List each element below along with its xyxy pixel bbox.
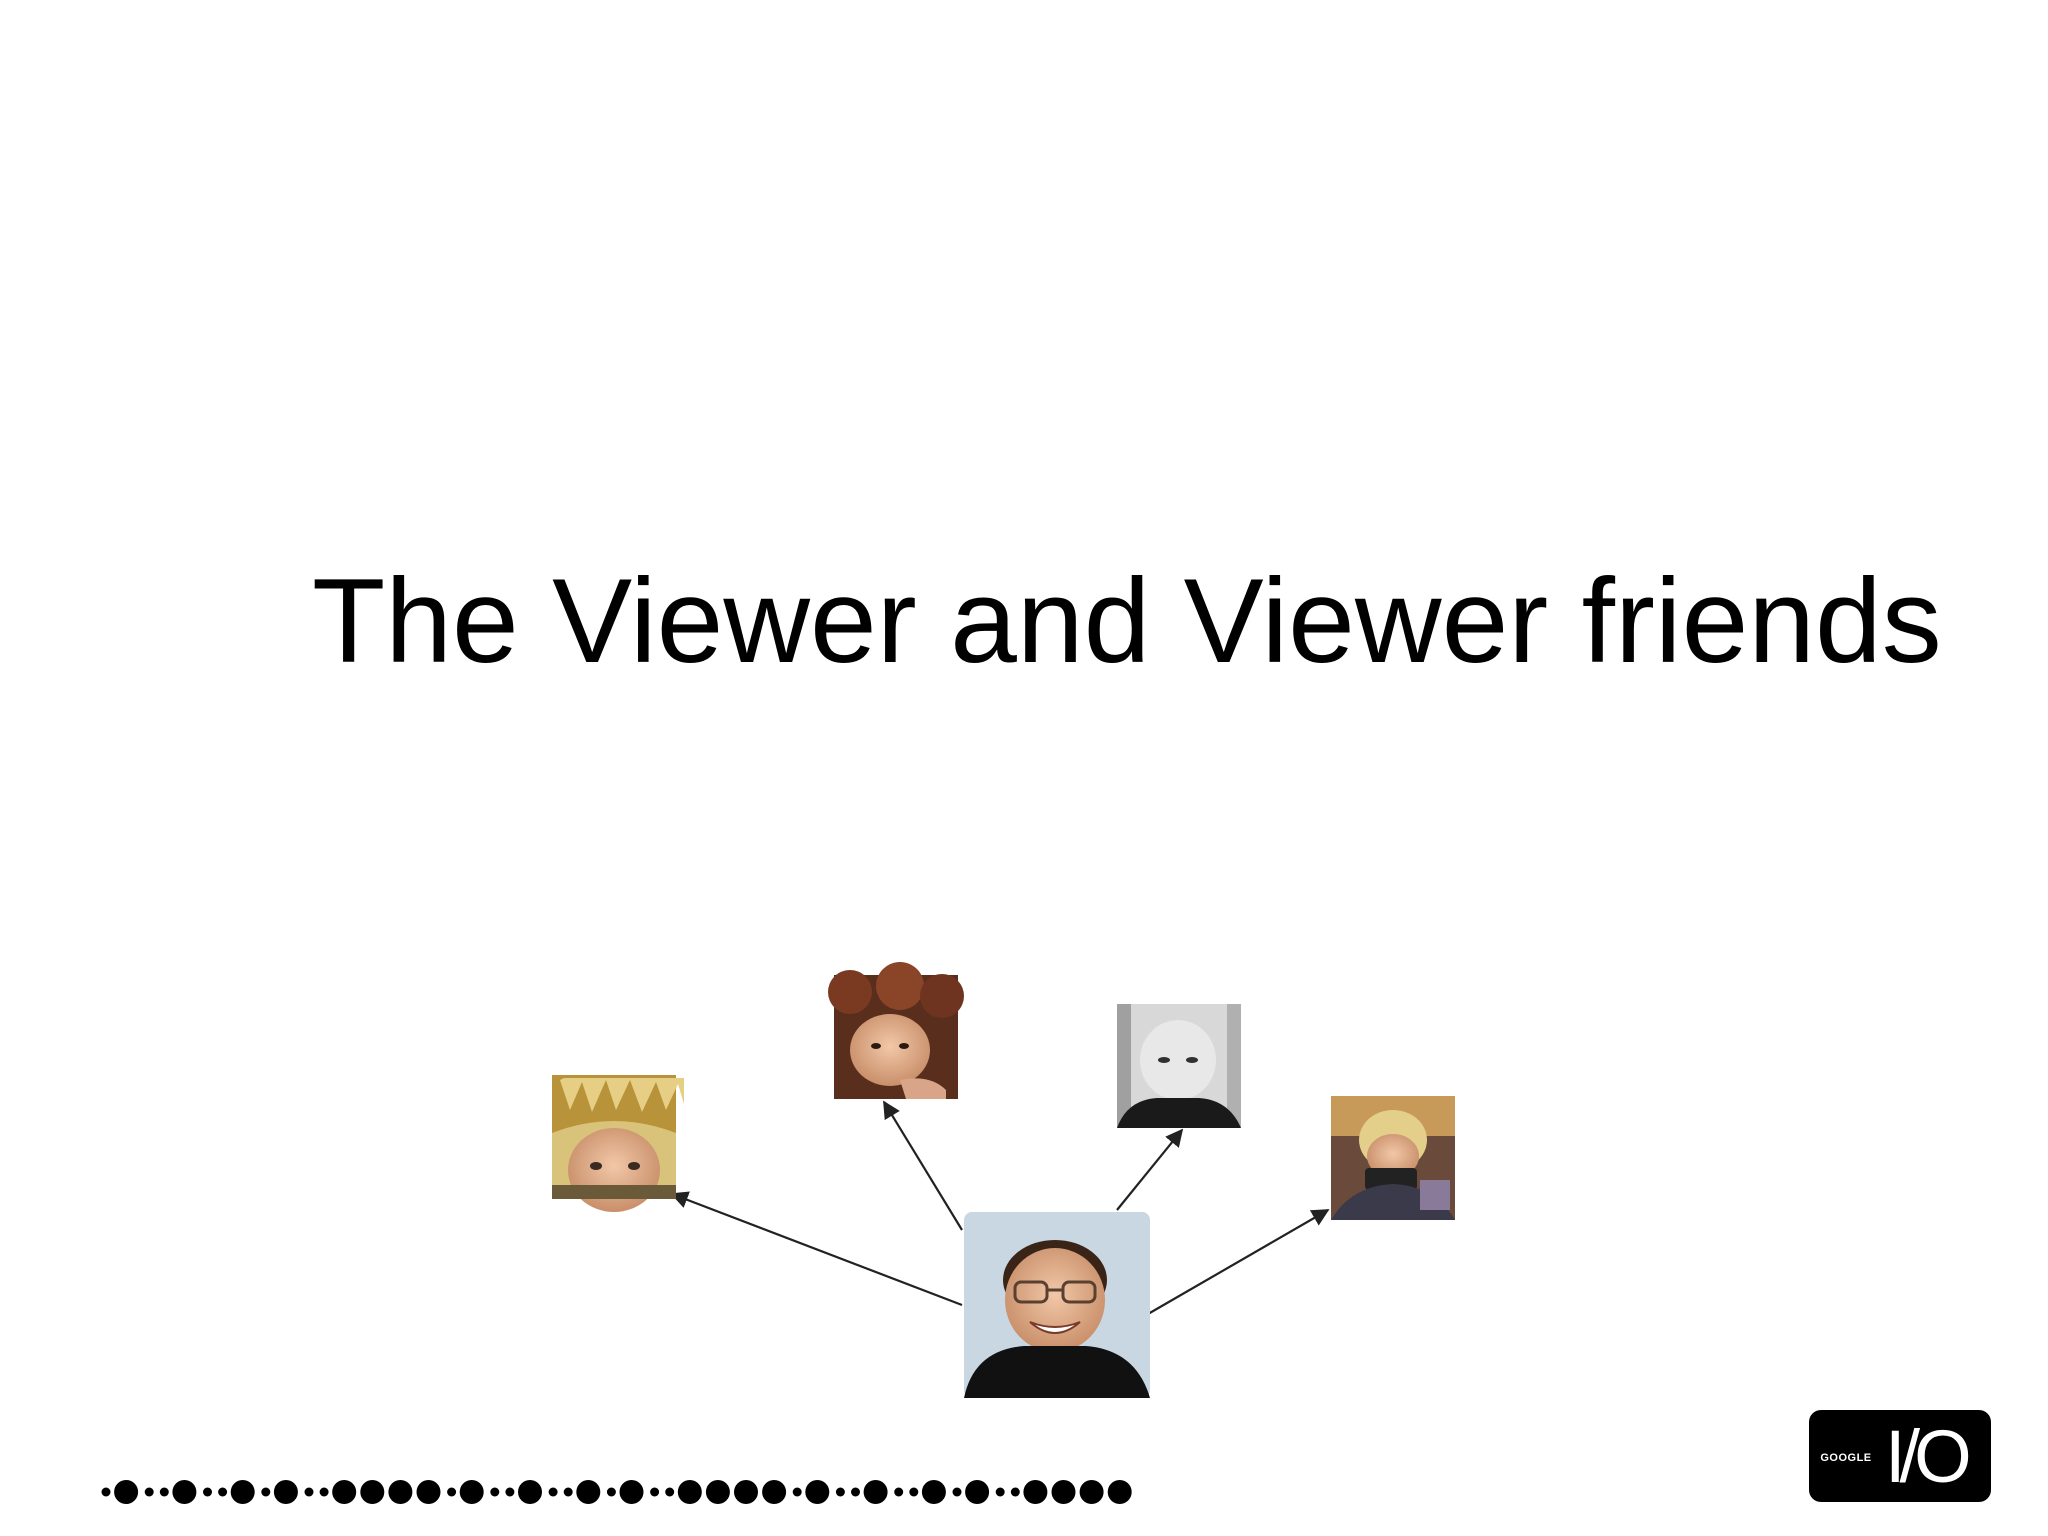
footer-dot-small [894, 1487, 904, 1497]
footer-dot-large [459, 1480, 484, 1504]
google-io-logo: GOOGLE I/O [1809, 1410, 1991, 1502]
footer-dot-large [863, 1480, 888, 1504]
footer-dot-large [921, 1480, 946, 1504]
edge-to-friend-4 [1147, 1209, 1330, 1315]
friend-avatar-1 [552, 1075, 684, 1212]
footer-dot-small [909, 1487, 919, 1497]
footer-dot-small [952, 1487, 962, 1497]
footer-dot-small [606, 1487, 616, 1497]
footer-dot-small [995, 1487, 1005, 1497]
footer-dot-large [416, 1480, 441, 1504]
edges [670, 1100, 1330, 1315]
footer-dot-small [851, 1487, 860, 1497]
logo-mark: I/O [1885, 1415, 1972, 1498]
footer-dot-large [1023, 1480, 1048, 1504]
friend-avatar-4 [1331, 1096, 1455, 1220]
friend-avatar-3 [1117, 1004, 1241, 1128]
footer-dot-large [273, 1480, 298, 1504]
footer-dot-small [144, 1487, 154, 1497]
footer-dot-large [705, 1480, 730, 1504]
footer-dot-small [665, 1487, 675, 1497]
footer-dot-small [261, 1487, 271, 1497]
footer-dot-small [548, 1487, 558, 1497]
footer-dot-large [619, 1480, 644, 1504]
footer-dot-large [388, 1480, 413, 1504]
edge-to-friend-1 [670, 1191, 963, 1307]
footer-dot-large [360, 1480, 385, 1504]
logo-text: GOOGLE [1820, 1452, 1872, 1464]
footer-dot-large [172, 1480, 197, 1504]
footer-dot-large [1107, 1480, 1132, 1504]
footer-dot-small [792, 1487, 802, 1497]
edge-to-friend-3 [1116, 1128, 1184, 1211]
footer-dot-large [576, 1480, 601, 1504]
footer-dot-large [734, 1480, 758, 1504]
viewer-avatar [964, 1212, 1150, 1398]
footer-dot-small [447, 1487, 457, 1497]
footer-dot-large [518, 1480, 542, 1504]
footer-dot-small [490, 1487, 500, 1497]
footer-dot-large [677, 1480, 702, 1504]
footer-dot-small [650, 1487, 660, 1497]
footer-dot-small [319, 1487, 329, 1497]
footer-dot-small [203, 1487, 212, 1497]
footer-dot-small [505, 1487, 515, 1497]
footer-dot-large [114, 1480, 139, 1504]
footer-dot-large [805, 1480, 830, 1504]
footer-dot-small [218, 1487, 228, 1497]
footer-dot-small [1010, 1487, 1020, 1497]
slide-title: The Viewer and Viewer friends [312, 554, 1942, 688]
footer-dot-small [304, 1487, 314, 1497]
footer-dot-large [230, 1480, 255, 1504]
footer-dot-small [101, 1487, 111, 1497]
footer-dot-small [563, 1487, 573, 1497]
footer-dot-small [835, 1487, 845, 1497]
footer-dot-large [1051, 1480, 1076, 1504]
footer-dot-large [965, 1480, 990, 1504]
footer-dot-large [332, 1480, 357, 1504]
edge-to-friend-2 [883, 1100, 963, 1231]
footer-dot-large [762, 1480, 787, 1504]
footer-dot-large [1079, 1480, 1104, 1504]
footer-dot-small [159, 1487, 169, 1497]
friend-avatar-2 [828, 962, 964, 1099]
